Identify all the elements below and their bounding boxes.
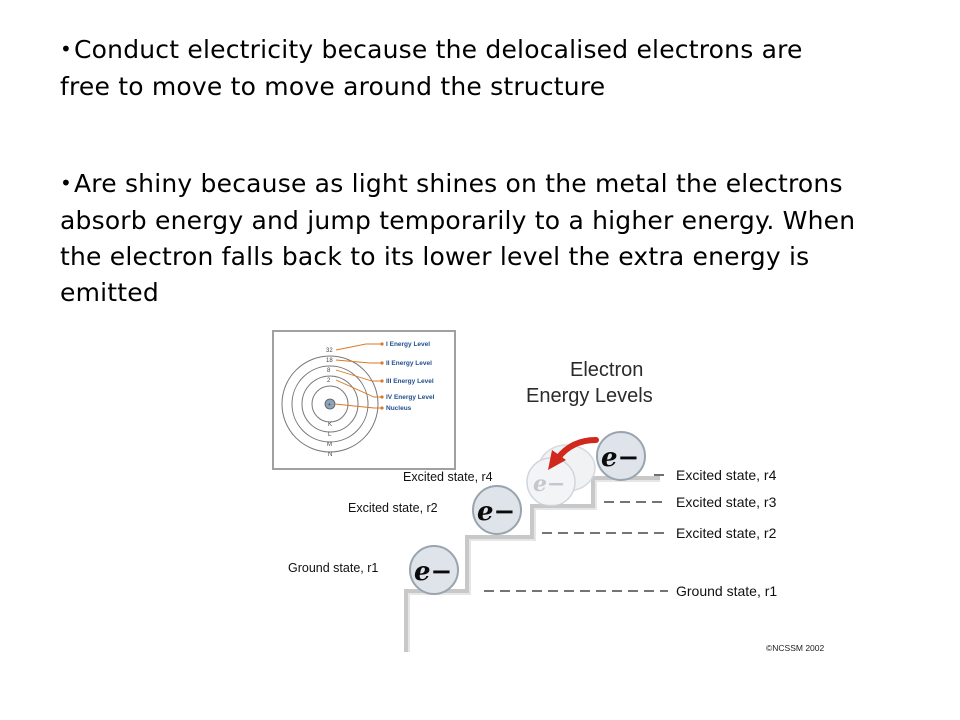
electron-ghost-label: e−: [533, 471, 565, 497]
left-label-r1: Ground state, r1: [288, 561, 378, 575]
transition-arrow-icon: [548, 437, 599, 470]
energy-level-label: I Energy Level: [386, 341, 430, 348]
bullet-conduct-electricity: •Conduct electricity because the delocal…: [60, 32, 860, 105]
bullet-text: Conduct electricity because the delocali…: [60, 35, 803, 101]
bullet-shiny: •Are shiny because as light shines on th…: [60, 166, 860, 311]
label-leader-lines: [334, 343, 382, 409]
shell-count: 32: [326, 348, 333, 354]
electron-r1-icon: e−: [409, 545, 459, 595]
electron-r2-icon: e−: [472, 485, 522, 535]
shell-letter: M: [327, 442, 332, 448]
bullet-symbol: •: [60, 37, 72, 61]
shell-letter: K: [328, 422, 332, 428]
shell-ring-k: [311, 385, 349, 423]
dashed-level-lines: [484, 474, 668, 592]
energy-level-label: II Energy Level: [386, 360, 432, 367]
bullet-text: Are shiny because as light shines on the…: [60, 169, 856, 307]
nucleus-label: Nucleus: [386, 405, 412, 412]
shell-count: 2: [327, 378, 331, 384]
right-label-r3: Excited state, r3: [676, 494, 777, 510]
right-label-r2: Excited state, r2: [676, 525, 777, 541]
shell-ring-m: [291, 365, 369, 443]
copyright-text: ©NCSSM 2002: [766, 643, 825, 653]
shell-ring-n: [281, 355, 379, 453]
electron-r4-icon: e−: [596, 431, 646, 481]
shell-letter: N: [328, 452, 332, 458]
bullet-symbol: •: [60, 171, 72, 195]
left-label-r2: Excited state, r2: [348, 501, 438, 515]
atom-shell-diagram: + 32 18 8 2 K L M N I Energy Level II En…: [272, 330, 456, 470]
left-label-r4: Excited state, r4: [403, 470, 493, 484]
right-label-r4: Excited state, r4: [676, 467, 777, 483]
shell-count: 18: [326, 358, 333, 364]
electron-label: e−: [477, 497, 515, 527]
energy-level-label: IV Energy Level: [386, 394, 435, 401]
right-label-r1: Ground state, r1: [676, 583, 777, 599]
nucleus-symbol: +: [328, 403, 332, 409]
diagram-title-line1: Electron: [570, 359, 643, 381]
electron-label: e−: [414, 557, 452, 587]
shell-letter: L: [328, 432, 332, 438]
energy-level-label: III Energy Level: [386, 378, 434, 385]
label-dots: [380, 342, 384, 410]
electron-label: e−: [601, 443, 639, 473]
atom-shell-svg: + 32 18 8 2 K L M N I Energy Level II En…: [281, 341, 435, 458]
shell-ring-l: [301, 375, 359, 433]
shell-count: 8: [327, 368, 331, 374]
diagram-title-line2: Energy Levels: [526, 385, 653, 407]
